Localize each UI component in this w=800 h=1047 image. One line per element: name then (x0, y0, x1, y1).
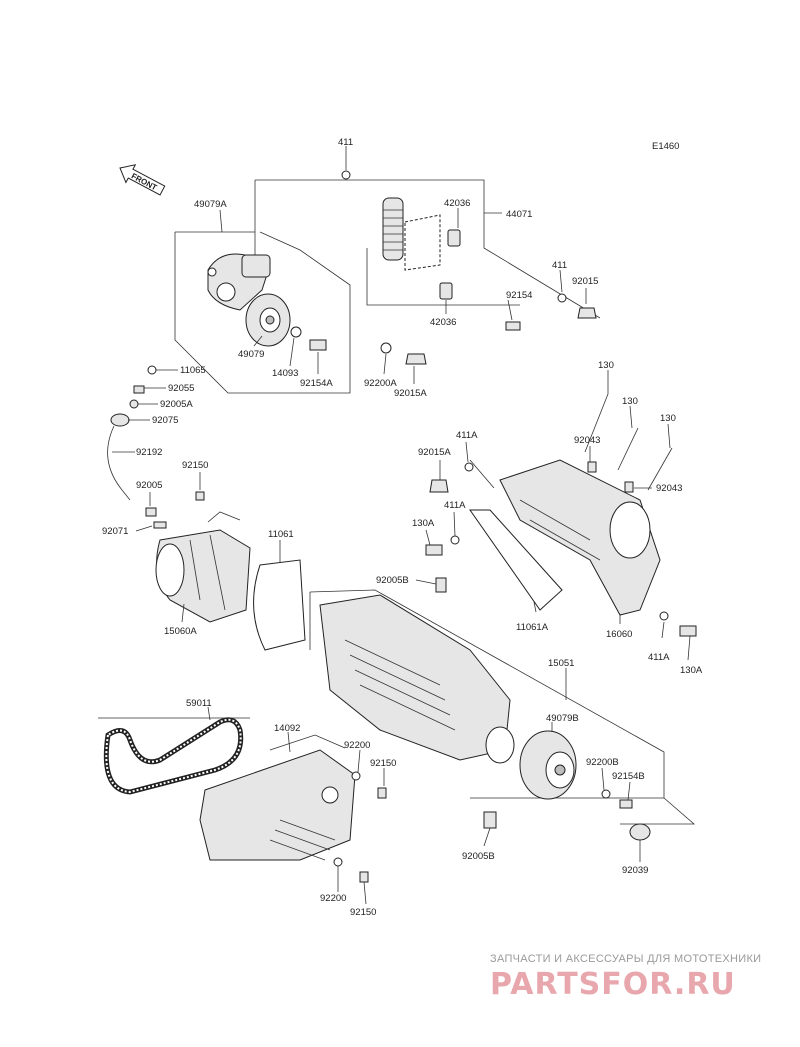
callout-label: 92071 (102, 526, 128, 537)
callout-label: 130A (680, 665, 703, 676)
callout-label: 411A (456, 430, 478, 441)
callout-label: 92015A (418, 447, 451, 458)
callout-label: 130A (412, 518, 435, 529)
washer-92200-upper (351, 771, 361, 781)
washer-411-top (341, 170, 351, 180)
nut-92015a-side (429, 479, 449, 493)
callout-label: 15060A (164, 626, 197, 637)
tensioner-spring (382, 197, 441, 271)
callout-label: 11061A (516, 622, 549, 633)
callout-label: 11065 (180, 365, 206, 376)
callout-label: 92005A (160, 399, 193, 410)
watermark-caption: ЗАПЧАСТИ И АКСЕССУАРЫ ДЛЯ МОТОТЕХНИКИ (490, 953, 761, 965)
callout-label: 92154B (612, 771, 645, 782)
washer-14093 (290, 326, 302, 338)
callout-label: 42036 (430, 317, 456, 328)
callout-label: 92154 (506, 290, 532, 301)
nut-92015 (577, 307, 597, 319)
nipple-92005b-upper (435, 577, 447, 593)
washer-411a-lower (659, 611, 669, 621)
nut-92015a (405, 353, 427, 365)
bolt-130a-right (679, 625, 697, 637)
washer-411a-upper (464, 462, 474, 472)
gasket-11061 (253, 559, 306, 651)
callout-label: 92005B (462, 851, 495, 862)
washer-92200b (601, 789, 611, 799)
callout-label: 92150 (370, 758, 396, 769)
bolt-92150-upper (377, 787, 387, 799)
callout-label: 14093 (272, 368, 298, 379)
callout-label: 130 (598, 360, 614, 371)
callout-label: 42036 (444, 198, 470, 209)
bolts-130 (584, 393, 673, 491)
cap-92039 (629, 823, 651, 841)
callout-label: 92200A (364, 378, 397, 389)
callout-label: 11061 (268, 529, 294, 540)
dowel-92043-a (587, 461, 597, 473)
callout-label: 92005B (376, 575, 409, 586)
callout-label: 44071 (506, 209, 532, 220)
callout-label: 92200 (320, 893, 346, 904)
callout-label: 92192 (136, 447, 162, 458)
dowel-92043-b (624, 481, 634, 493)
washer-411-right (557, 293, 567, 303)
callout-label: 49079B (546, 713, 579, 724)
callout-label: 16060 (606, 629, 632, 640)
callout-label: 92039 (622, 865, 648, 876)
callout-label: 92015 (572, 276, 598, 287)
supercharger-frame (309, 589, 665, 799)
callout-label: 14092 (274, 723, 300, 734)
breather-group (107, 365, 205, 529)
bolt-92154b (619, 799, 633, 809)
callout-label: 92150 (350, 907, 376, 918)
callout-label: 59011 (186, 698, 212, 709)
callout-label: 411A (648, 652, 670, 663)
collar-42036-upper (447, 229, 461, 247)
bolt-92154a (309, 339, 327, 351)
callout-label: 15051 (548, 658, 574, 669)
leader-lines (112, 146, 691, 905)
callout-label: 130 (660, 413, 676, 424)
gasket-11061a (469, 509, 563, 611)
callout-label: 49079 (238, 349, 264, 360)
supercharger-body (319, 594, 515, 764)
callout-label: 92005 (136, 480, 162, 491)
callout-label: 92150 (182, 460, 208, 471)
callout-label: 49079A (194, 199, 227, 210)
callout-label: 92075 (152, 415, 178, 426)
outlet-duct-16060 (499, 459, 661, 616)
callout-label: 92055 (168, 383, 194, 394)
diagram-code: E1460 (652, 141, 679, 152)
bolt-92150-lower (359, 871, 369, 883)
washer-92200-lower (333, 857, 343, 867)
drive-belt-59011 (103, 717, 244, 795)
callout-label: 92200 (344, 740, 370, 751)
callout-label: 92043 (574, 435, 600, 446)
callout-label: 92200B (586, 757, 619, 768)
front-arrow-icon: FRONT (119, 164, 166, 196)
callout-label: 92043 (656, 483, 682, 494)
callout-label: 411A (444, 500, 466, 511)
washer-411a-mid (450, 535, 460, 545)
callout-label: 411 (552, 260, 567, 271)
nipple-92005b-lower (483, 811, 497, 829)
bolt-130a-left (425, 544, 443, 556)
tensioner-frames (174, 179, 601, 394)
belt-cover-14092 (199, 749, 356, 861)
callout-label: 130 (622, 396, 638, 407)
callout-label: 92015A (394, 388, 427, 399)
callout-label: 411 (338, 137, 353, 148)
drive-pulley-49079b (519, 730, 577, 800)
callout-labels: 411 44071 42036 411 92015 92154 42036 49… (102, 137, 703, 918)
idler-pulley (245, 293, 291, 347)
watermark-logo: PARTSFOR.RU (490, 967, 736, 1002)
callout-label: 92154A (300, 378, 333, 389)
tensioner-arm (207, 253, 271, 311)
collar-42036-lower (439, 282, 453, 300)
intake-housing (155, 529, 251, 623)
bolt-92154 (505, 321, 521, 331)
washer-92200a (380, 342, 392, 354)
